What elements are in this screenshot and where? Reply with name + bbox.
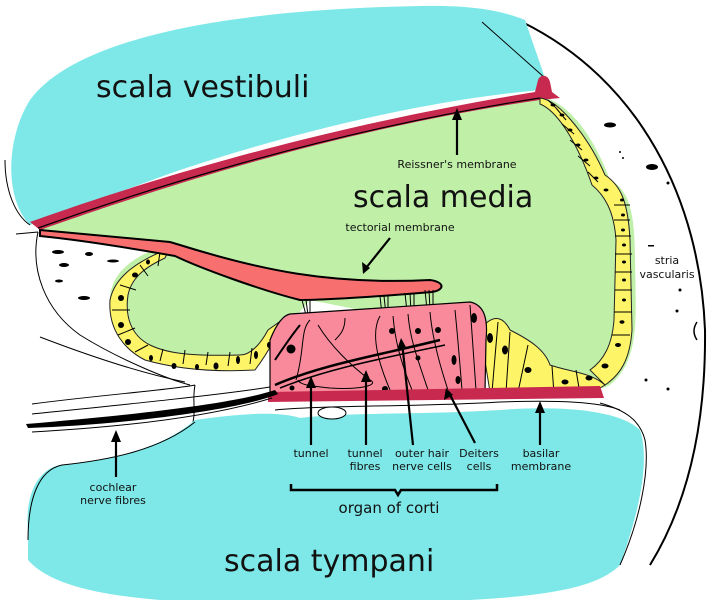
label-tunnel: tunnel — [293, 447, 328, 460]
label-stria-2: vascularis — [639, 268, 694, 281]
label-cochlear-2: nerve fibres — [80, 494, 146, 507]
organ-of-corti — [269, 301, 488, 396]
label-deiters-1: Deiters — [459, 447, 499, 460]
label-deiters-2: cells — [467, 460, 492, 473]
reissners-membrane-line — [37, 97, 541, 229]
scala-tympani-region — [27, 408, 644, 600]
scala-vestibuli-edge-right — [481, 21, 546, 79]
reissners-membrane — [30, 75, 560, 231]
label-tectorial-membrane: tectorial membrane — [345, 221, 454, 234]
spiral-limbus — [15, 231, 191, 386]
arrow-outer-hair — [400, 341, 415, 446]
cochlear-nerve-bundle — [26, 384, 278, 433]
label-tunnel-fibres-2: fibres — [350, 460, 381, 473]
label-basilar-1: basilar — [523, 447, 560, 460]
label-scala-vestibuli: scala vestibuli — [96, 70, 309, 105]
stria-vascularis-cells — [539, 97, 633, 386]
basilar-membrane — [268, 386, 604, 402]
label-organ-of-corti: organ of corti — [339, 499, 440, 517]
hensen-cells — [479, 318, 609, 397]
scala-tympani-outline-right — [599, 402, 647, 566]
label-basilar-2: membrane — [511, 460, 571, 473]
arrow-tectorial — [365, 237, 391, 269]
label-reissners-membrane: Reissner's membrane — [397, 158, 516, 171]
tectorial-membrane — [39, 228, 443, 302]
stria-spots — [604, 122, 682, 391]
label-outer-hair-1: outer hair — [395, 447, 450, 460]
label-cochlear-1: cochlear — [90, 481, 137, 494]
outer-wall-arc — [521, 21, 707, 566]
label-stria-1: stria — [655, 254, 679, 267]
scala-media-region — [38, 95, 636, 392]
scala-vestibuli-edge — [4, 159, 31, 226]
label-scala-media: scala media — [353, 180, 533, 215]
label-tunnel-fibres-1: tunnel — [347, 447, 382, 460]
spiral-vessel — [317, 406, 347, 420]
label-arrows — [111, 108, 545, 477]
stria-paren — [693, 321, 698, 341]
label-scala-tympani: scala tympani — [224, 544, 434, 579]
label-outer-hair-2: nerve cells — [392, 460, 452, 473]
arrow-deiters — [448, 392, 476, 444]
scala-vestibuli-region — [11, 5, 545, 225]
organ-of-corti-brace — [289, 484, 499, 498]
scala-tympani-outline — [27, 421, 196, 541]
